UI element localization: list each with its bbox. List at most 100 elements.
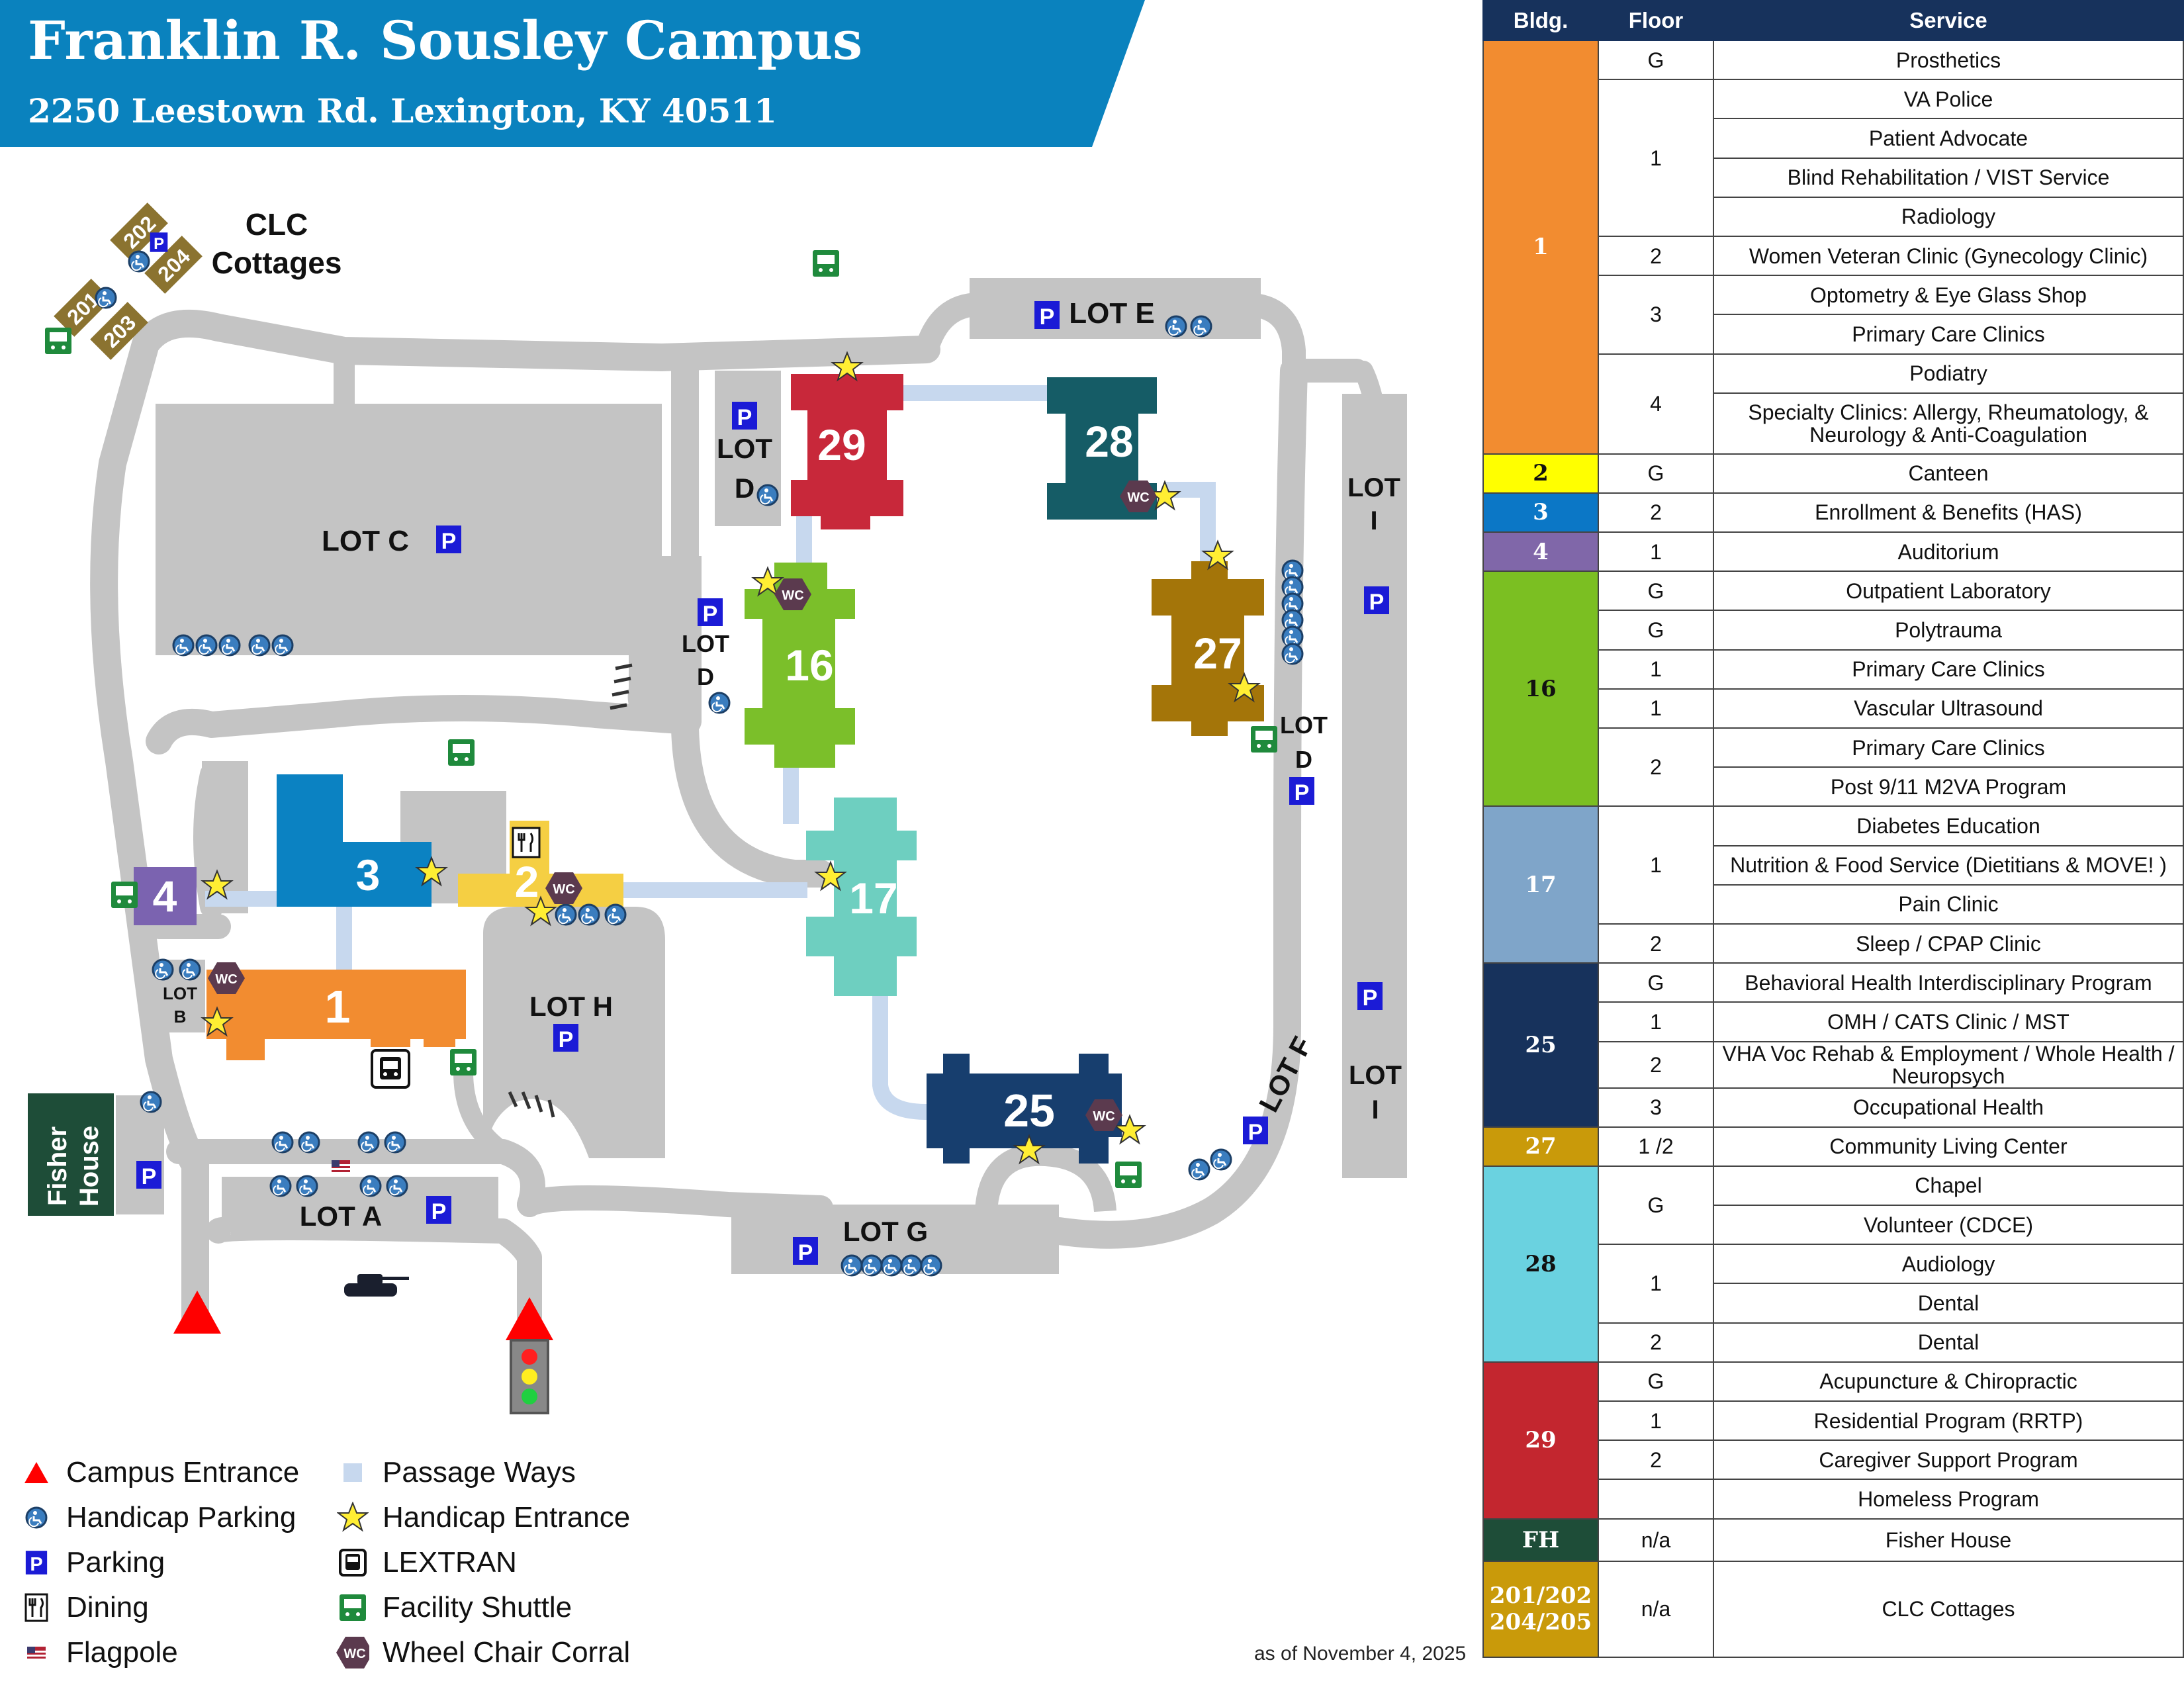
service-cell: Caregiver Support Program (1713, 1440, 2184, 1481)
building-number-cell: 29 (1482, 1361, 1599, 1520)
flagpole-icon (20, 1636, 53, 1669)
legend-label: Campus Entrance (66, 1456, 300, 1488)
building-25[interactable]: 25 (927, 1054, 1122, 1164)
table-header-row: Bldg. Floor Service (1482, 0, 2184, 41)
page-title: Franklin R. Sousley Campus (28, 9, 863, 71)
parking-lots (116, 278, 1407, 1274)
stairs (508, 663, 633, 1118)
table-row: Blind Rehabilitation / VIST Service (1483, 157, 2184, 198)
floor-cell: G (1598, 610, 1714, 651)
service-cell: Specialty Clinics: Allergy, Rheumatology… (1713, 392, 2184, 455)
service-cell: Dental (1713, 1322, 2184, 1363)
floor-cell: 1 (1598, 805, 1714, 925)
floor-cell: 1 (1598, 1001, 1714, 1042)
lot-i-north-label-2: I (1370, 506, 1377, 535)
floor-cell (1598, 1479, 1714, 1520)
floor-cell: 1 (1598, 688, 1714, 729)
campus-map: P WC (0, 0, 1466, 1669)
campus-entrance-east[interactable] (506, 1297, 553, 1340)
building-29[interactable]: 29 (791, 374, 903, 529)
column-header-service: Service (1713, 0, 2184, 41)
building-2[interactable]: 2 (458, 821, 623, 907)
legend-item-campus-entrance: Campus Entrance (20, 1456, 299, 1489)
campus-entrance-west[interactable] (173, 1291, 221, 1334)
fisher-house-lot (116, 1095, 164, 1214)
building-17[interactable]: 17 (806, 798, 917, 996)
service-cell: Primary Care Clinics (1713, 649, 2184, 690)
service-cell: Acupuncture & Chiropractic (1713, 1361, 2184, 1402)
building-27[interactable]: 27 (1152, 561, 1264, 736)
building-number-cell: 28 (1482, 1165, 1599, 1363)
lot-c-area (156, 404, 662, 655)
service-cell: Canteen (1713, 453, 2184, 494)
building-27-label: 27 (1193, 629, 1242, 678)
building-25-label: 25 (1003, 1085, 1055, 1136)
column-header-bldg: Bldg. (1482, 0, 1599, 41)
legend-item-flagpole: Flagpole (20, 1636, 178, 1669)
service-cell: Residential Program (RRTP) (1713, 1400, 2184, 1441)
dining-marker (512, 827, 541, 858)
lot-d-west-label-1: LOT (682, 630, 729, 657)
service-cell: Enrollment & Benefits (HAS) (1713, 492, 2184, 533)
cottages-label-2: Cottages (212, 246, 342, 280)
building-3[interactable]: 3 (277, 774, 432, 907)
floor-cell: G (1598, 453, 1714, 494)
lot-i-south-label-2: I (1371, 1095, 1379, 1124)
table-row: Primary Care Clinics (1483, 314, 2184, 355)
service-cell: Vascular Ultrasound (1713, 688, 2184, 729)
building-number-cell: 16 (1482, 571, 1599, 807)
floor-cell: 1 (1598, 531, 1714, 572)
building-4[interactable]: 4 (134, 867, 197, 925)
service-cell: Fisher House (1713, 1518, 2184, 1562)
legend-label: Flagpole (66, 1636, 178, 1668)
lot-e-area (970, 278, 1261, 339)
table-row: Nutrition & Food Service (Dietitians & M… (1483, 845, 2184, 886)
title-banner (0, 0, 1145, 147)
service-cell: OMH / CATS Clinic / MST (1713, 1001, 2184, 1042)
building-number-cell: 25 (1482, 962, 1599, 1128)
service-cell: Outpatient Laboratory (1713, 571, 2184, 612)
service-cell: Chapel (1713, 1165, 2184, 1207)
table-row: Patient Advocate (1483, 118, 2184, 159)
building-16[interactable]: 16 (745, 563, 855, 768)
lot-a-label: LOT A (300, 1201, 382, 1232)
floor-cell: 2 (1598, 492, 1714, 533)
floor-cell: 2 (1598, 235, 1714, 277)
column-header-floor: Floor (1598, 0, 1714, 41)
service-cell: VHA Voc Rehab & Employment / Whole Healt… (1713, 1040, 2184, 1089)
legend-item-passage-ways: Passage Ways (336, 1456, 576, 1489)
handicap-entrance-icon (336, 1501, 369, 1534)
service-cell: VA Police (1713, 79, 2184, 120)
table-row: Radiology (1483, 196, 2184, 237)
service-cell: Homeless Program (1713, 1479, 2184, 1520)
dining-icon (20, 1591, 53, 1624)
service-cell: Prosthetics (1713, 39, 2184, 81)
service-cell: Dental (1713, 1283, 2184, 1324)
legend-label: Dining (66, 1591, 149, 1623)
passage-way-icon (336, 1456, 369, 1489)
lot-f-label: LOT F (1253, 1032, 1318, 1117)
floor-cell: 2 (1598, 923, 1714, 964)
service-cell: Sleep / CPAP Clinic (1713, 923, 2184, 964)
flagpole-marker (332, 1160, 350, 1172)
building-1[interactable]: 1 (206, 970, 466, 1060)
floor-cell: G (1598, 962, 1714, 1003)
floor-cell: n/a (1598, 1518, 1714, 1562)
service-cell: Blind Rehabilitation / VIST Service (1713, 157, 2184, 198)
floor-cell: 1 (1598, 1400, 1714, 1441)
fisher-house[interactable]: Fisher House (28, 1093, 114, 1216)
wheel-chair-corral-icon (336, 1636, 369, 1669)
